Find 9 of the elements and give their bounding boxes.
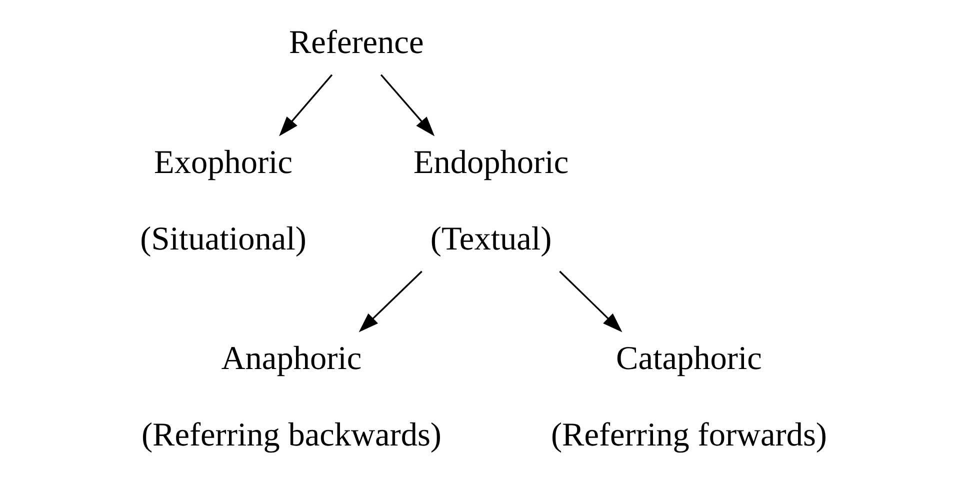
node-text: Exophoric (Situational): [140, 144, 306, 258]
node-text: Anaphoric (Referring backwards): [140, 340, 441, 454]
arrow: [358, 270, 422, 332]
node-text: Endophoric (Textual): [413, 144, 568, 258]
node-text: Cataphoric (Referring forwards): [550, 340, 827, 454]
arrow: [558, 270, 622, 332]
arrow: [380, 74, 434, 136]
arrow: [278, 74, 332, 136]
node-text: Reference: [288, 24, 424, 62]
